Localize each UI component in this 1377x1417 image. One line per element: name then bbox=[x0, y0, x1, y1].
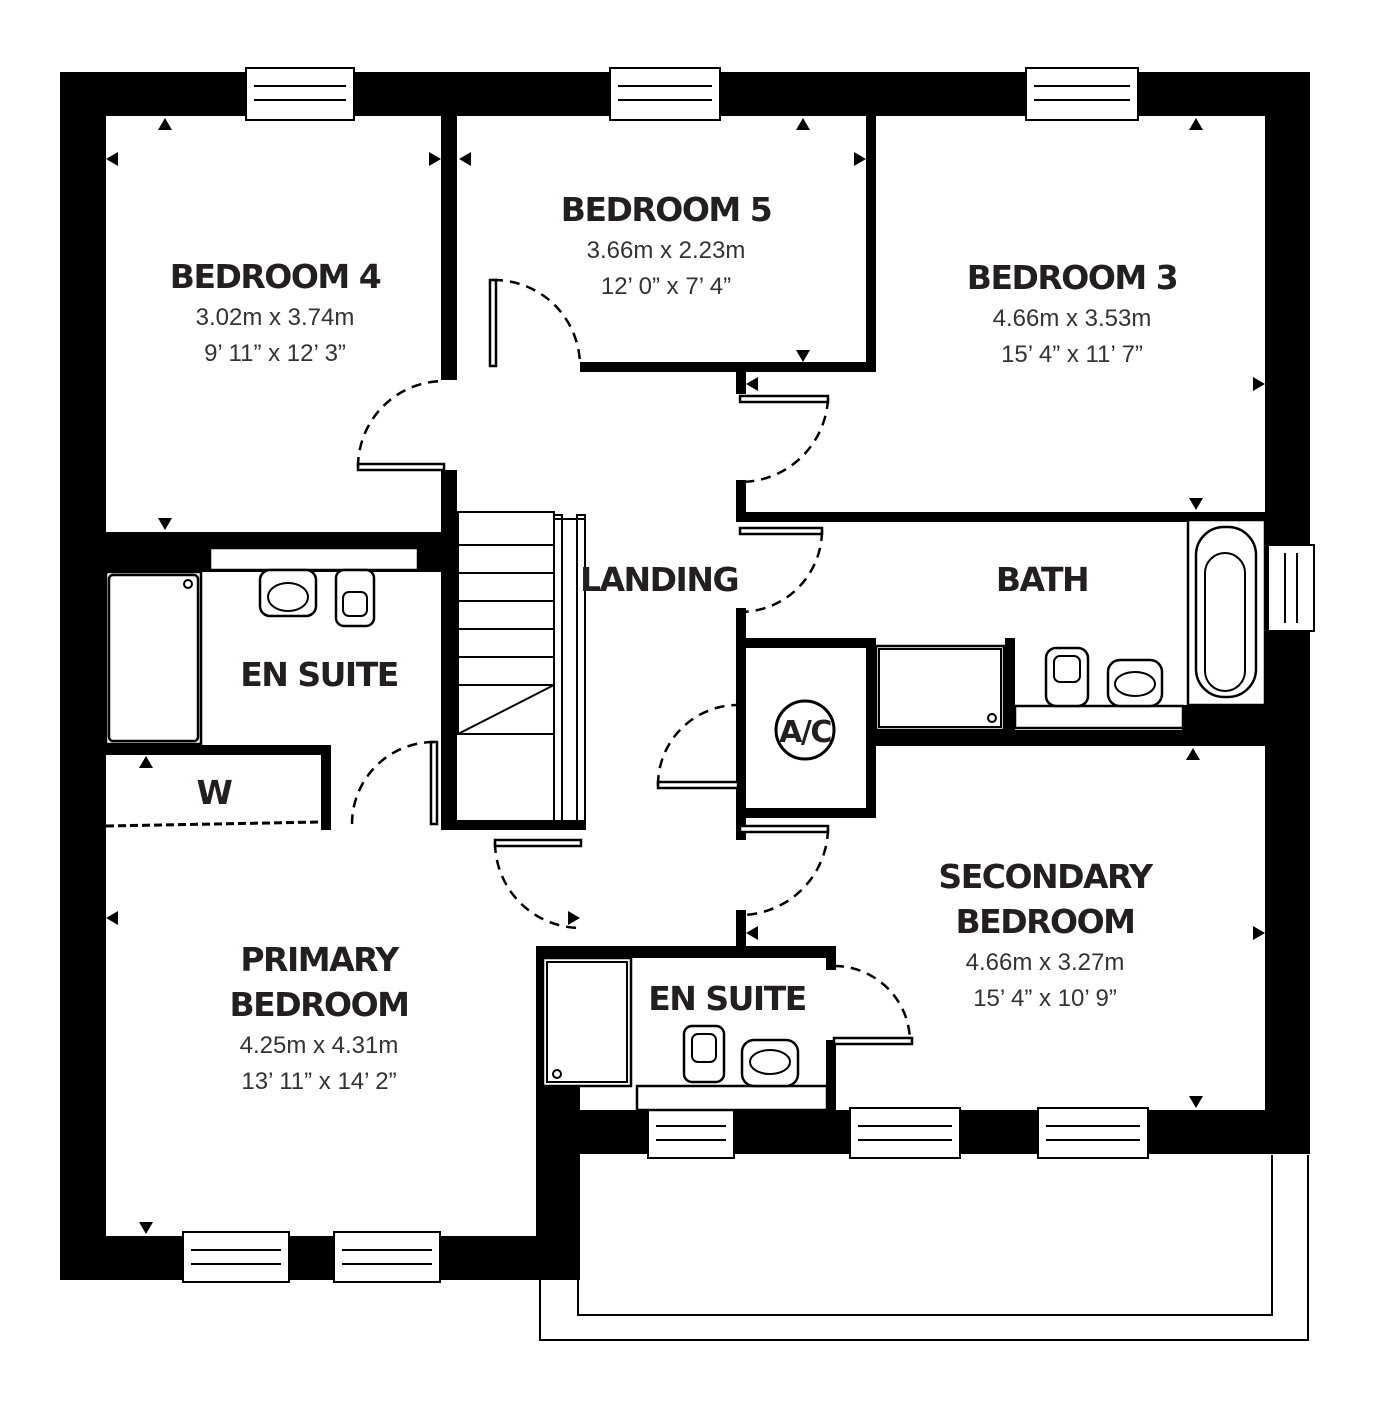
staircase bbox=[457, 511, 586, 826]
door-bedroom4 bbox=[356, 379, 446, 472]
window-ensuite-bottom bbox=[647, 1107, 735, 1159]
secondary-imperial: 15’ 4” x 10’ 9” bbox=[973, 985, 1117, 1012]
window-bedroom5 bbox=[609, 67, 721, 121]
door-primary bbox=[493, 838, 583, 930]
window-primary-1 bbox=[182, 1231, 290, 1283]
dimension-arrows bbox=[106, 118, 1265, 1234]
primary-name-line2: BEDROOM bbox=[230, 985, 409, 1024]
ensuite-bottom-name: EN SUITE bbox=[648, 979, 806, 1018]
ac-label: A/C bbox=[779, 715, 831, 750]
balcony bbox=[539, 1155, 1309, 1341]
bedroom3-imperial: 15’ 4” x 11’ 7” bbox=[1001, 341, 1143, 368]
bedroom3-name: BEDROOM 3 bbox=[967, 258, 1177, 297]
door-ensuite-bottom bbox=[832, 964, 914, 1046]
wardrobe-name: W bbox=[197, 773, 233, 812]
bedroom4-name: BEDROOM 4 bbox=[170, 257, 381, 296]
window-secondary-2 bbox=[1037, 1107, 1149, 1159]
window-bedroom4 bbox=[245, 67, 355, 121]
secondary-name-line2: BEDROOM bbox=[956, 902, 1135, 941]
wardrobe-doors bbox=[105, 820, 322, 828]
primary-name-line1: PRIMARY bbox=[240, 940, 400, 979]
primary-imperial: 13’ 11” x 14’ 2” bbox=[241, 1068, 396, 1095]
door-secondary bbox=[738, 824, 830, 917]
door-ac bbox=[656, 703, 740, 790]
secondary-name-line1: SECONDARY bbox=[938, 857, 1154, 896]
bedroom3-metric: 4.66m x 3.53m bbox=[993, 305, 1152, 332]
door-bedroom3 bbox=[738, 394, 830, 484]
bedroom5-imperial: 12’ 0” x 7’ 4” bbox=[601, 273, 731, 300]
door-bedroom5 bbox=[488, 278, 582, 368]
door-bath bbox=[738, 526, 824, 614]
windows bbox=[182, 67, 1315, 1283]
ensuite-bottom-fixtures bbox=[541, 956, 829, 1112]
doors bbox=[350, 278, 914, 1046]
door-ensuite-top bbox=[350, 740, 439, 826]
ensuite-top-name: EN SUITE bbox=[240, 655, 398, 694]
landing-name: LANDING bbox=[580, 560, 738, 599]
ac-unit: A/C bbox=[774, 699, 836, 761]
window-bath bbox=[1267, 544, 1315, 632]
ensuite-top-fixtures bbox=[104, 546, 420, 746]
primary-metric: 4.25m x 4.31m bbox=[240, 1032, 399, 1059]
bedroom5-metric: 3.66m x 2.23m bbox=[587, 237, 746, 264]
window-primary-2 bbox=[333, 1231, 441, 1283]
window-secondary-1 bbox=[849, 1107, 961, 1159]
bedroom4-imperial: 9’ 11” x 12’ 3” bbox=[204, 340, 346, 367]
window-bedroom3 bbox=[1025, 67, 1139, 121]
bath-name: BATH bbox=[996, 560, 1088, 599]
bath-fixtures bbox=[874, 518, 1267, 732]
secondary-metric: 4.66m x 3.27m bbox=[966, 949, 1125, 976]
bedroom4-metric: 3.02m x 3.74m bbox=[196, 304, 355, 331]
room-labels: BEDROOM 4 3.02m x 3.74m 9’ 11” x 12’ 3” … bbox=[170, 190, 1179, 1095]
bedroom5-name: BEDROOM 5 bbox=[561, 190, 771, 229]
